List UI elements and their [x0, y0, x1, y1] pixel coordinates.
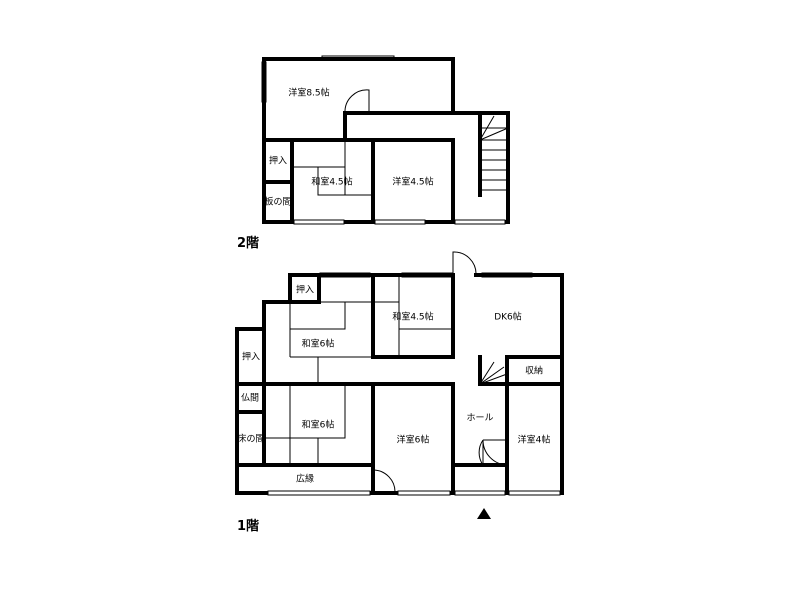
entry-door-swing — [452, 251, 477, 276]
window — [374, 219, 426, 225]
room-label: 和室4.5帖 — [311, 176, 352, 188]
room-label: 洋室4.5帖 — [392, 176, 433, 188]
room-label: 洋室6帖 — [397, 434, 430, 446]
room-label: ホール — [466, 413, 493, 424]
stairs — [479, 361, 508, 385]
stairs — [479, 115, 509, 191]
room-label: 押入 — [269, 155, 287, 167]
door-swing — [344, 89, 370, 114]
room-label: 押入 — [296, 284, 314, 296]
room-label: 和室4.5帖 — [392, 311, 433, 323]
walls-2f — [262, 57, 510, 224]
room-label: 洋室4帖 — [518, 434, 551, 446]
room-label: 板の間 — [264, 196, 291, 208]
window — [267, 490, 371, 496]
room-label: 和室6帖 — [302, 338, 335, 350]
entrance-triangle-icon — [477, 508, 491, 519]
room-label: DK6帖 — [494, 311, 522, 323]
floor-1-label: 1階 — [237, 518, 259, 534]
room-label: 洋室8.5帖 — [288, 87, 329, 99]
window — [397, 490, 451, 496]
room-label: 仏間 — [241, 393, 259, 404]
window — [454, 490, 506, 496]
window — [454, 219, 506, 225]
room-label: 和室6帖 — [302, 419, 335, 431]
room-label: 押入 — [242, 351, 260, 363]
window — [293, 219, 345, 225]
tatami-lines — [264, 275, 453, 466]
tatami-lines — [292, 140, 373, 196]
room-label: 収納 — [525, 365, 543, 377]
floor-1-plan: 押入 和室6帖 和室4.5帖 DK6帖 押入 収納 仏間 和室6帖 床の間 洋室… — [235, 251, 564, 534]
door-swing — [372, 439, 508, 494]
room-label: 床の間 — [237, 433, 264, 445]
room-label: 広縁 — [296, 473, 314, 485]
window — [508, 490, 561, 496]
floor-2-plan: 洋室8.5帖 押入 和室4.5帖 洋室4.5帖 板の間 2階 — [237, 55, 510, 251]
floor-2-label: 2階 — [237, 235, 259, 251]
